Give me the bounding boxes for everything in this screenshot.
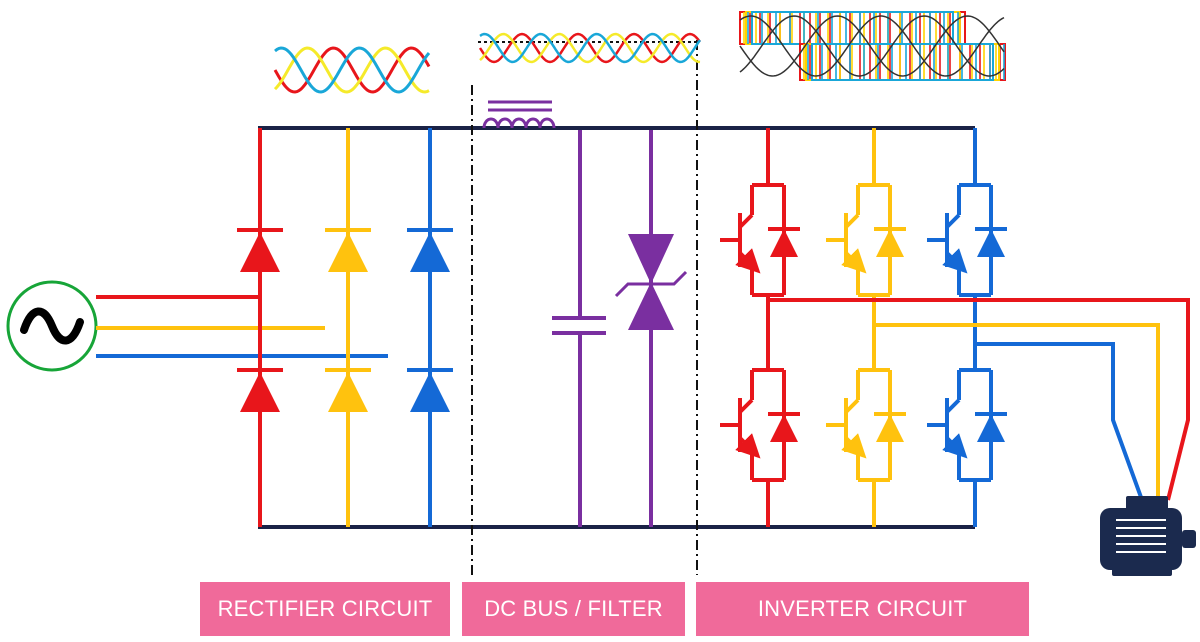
- source-feed-lines: [96, 295, 388, 358]
- igbt-upper-c: [927, 173, 1007, 307]
- motor-feed-lines: [768, 298, 1190, 501]
- diode-icon: [328, 232, 368, 272]
- freewheel-diode-icon: [770, 229, 798, 257]
- dc-bus-label: DC BUS / FILTER: [462, 582, 685, 636]
- igbt-upper-b: [826, 173, 906, 307]
- motor-icon: [1100, 496, 1196, 576]
- inductor-icon: [482, 100, 556, 129]
- freewheel-diode-icon: [876, 414, 904, 442]
- diode-icon: [410, 372, 450, 412]
- pwm-sine-reference: [739, 15, 1005, 77]
- diode-icon: [410, 232, 450, 272]
- dc-wave-line: [479, 32, 701, 64]
- pwm-sine-reference: [739, 15, 1005, 77]
- inverter-label: INVERTER CIRCUIT: [696, 582, 1029, 636]
- capacitor-icon: [552, 130, 606, 527]
- dc-bus-rails: [258, 126, 975, 529]
- dc-filter: [482, 100, 688, 527]
- ac-input-waveform: [273, 46, 431, 94]
- inverter-bridge: [720, 128, 1007, 527]
- section-dividers: [471, 40, 698, 575]
- ac-source: [6, 280, 98, 372]
- sine-wave-icon: [20, 307, 84, 345]
- ac-wave-line: [273, 46, 430, 94]
- output-wire-phase-a: [768, 298, 1190, 501]
- igbt-lower-c: [927, 358, 1007, 492]
- rectifier-leg-b: [325, 128, 371, 527]
- freewheel-diode-icon: [977, 229, 1005, 257]
- rectifier-label: RECTIFIER CIRCUIT: [200, 582, 450, 636]
- igbt-upper-a: [720, 173, 800, 307]
- igbt-lower-a: [720, 358, 800, 492]
- diode-icon: [328, 372, 368, 412]
- rectifier-leg-c: [407, 128, 453, 527]
- output-wire-phase-c: [975, 342, 1144, 501]
- tvs-diode-icon: [614, 130, 688, 527]
- ac-wave-line: [273, 46, 431, 94]
- rectifier-leg-a: [237, 128, 283, 527]
- freewheel-diode-icon: [770, 414, 798, 442]
- dc-wave-line: [479, 32, 702, 64]
- pwm-output-waveform: [739, 11, 1006, 81]
- diode-icon: [240, 232, 280, 272]
- freewheel-diode-icon: [876, 229, 904, 257]
- freewheel-diode-icon: [977, 414, 1005, 442]
- dc-ripple-waveform: [478, 32, 702, 64]
- ac-wave-line: [274, 46, 431, 94]
- diode-icon: [240, 372, 280, 412]
- dc-wave-line: [478, 32, 701, 64]
- output-wire-phase-b: [874, 323, 1160, 500]
- igbt-lower-b: [826, 358, 906, 492]
- pwm-frame: [811, 43, 994, 81]
- pwm-sine-reference: [739, 15, 1005, 77]
